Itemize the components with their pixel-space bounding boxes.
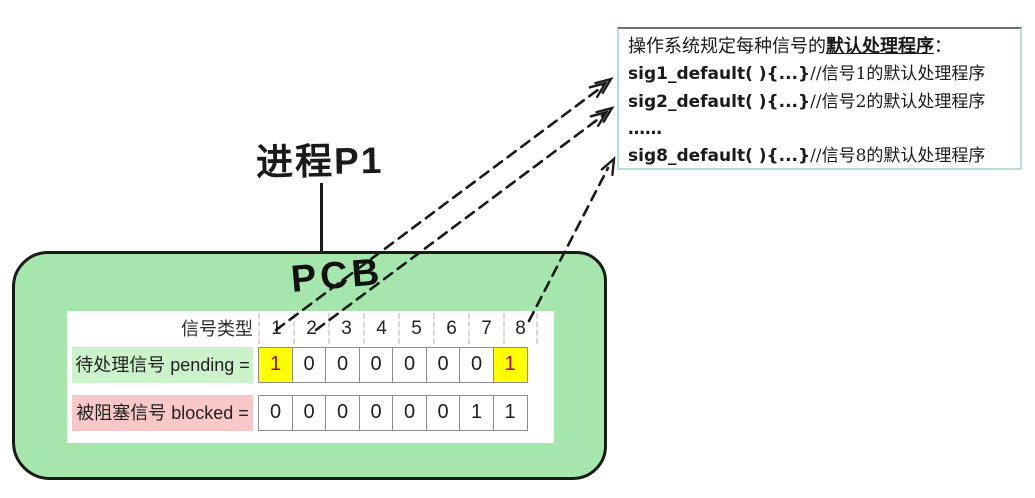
signal-table: 信号类型 1 2 3 4 5 6 7 8 待处理信号 pending = 1 0… [67,311,554,443]
signal-type-columns: 1 2 3 4 5 6 7 8 [258,313,538,344]
pending-cell: 0 [325,347,360,383]
pending-cell: 1 [492,347,528,383]
handlers-heading: 操作系统规定每种信号的默认处理程序： [628,33,1014,60]
pending-cell: 1 [258,347,293,383]
signal-type-header-label: 信号类型 [181,319,253,339]
blocked-cell: 0 [325,395,360,431]
column-header: 8 [503,313,538,344]
column-header: 7 [468,313,503,344]
column-header: 5 [398,313,433,344]
handler-code: sig8_default( ){...} [628,146,811,166]
handler-code: sig1_default( ){...} [628,64,811,84]
default-handlers-box: 操作系统规定每种信号的默认处理程序： sig1_default( ){...}/… [617,27,1022,170]
handler-comment: //信号2的默认处理程序 [810,92,986,112]
column-header: 2 [293,313,328,344]
column-header: 6 [433,313,468,344]
column-header: 1 [258,313,293,344]
blocked-cell: 0 [291,395,327,431]
pending-cell: 0 [425,347,461,383]
column-header: 4 [363,313,398,344]
pending-row-cells: 1 0 0 0 0 0 0 1 [258,347,528,383]
column-header: 3 [328,313,363,344]
handler-code: …… [628,119,662,139]
blocked-row-label: 被阻塞信号 blocked = [72,395,253,431]
blocked-cell: 1 [459,395,494,431]
title-connector-line [320,183,323,254]
handler-line-sig2: sig2_default( ){...}//信号2的默认处理程序 [628,88,1014,116]
handler-line-sig8: sig8_default( ){...}//信号8的默认处理程序 [628,142,1014,170]
heading-colon: ： [934,36,952,57]
handler-line-ellipsis: …… [628,116,1014,142]
process-title: 进程P1 [255,139,384,184]
handler-comment: //信号8的默认处理程序 [810,146,986,166]
pending-cell: 0 [392,347,427,383]
blocked-cell: 1 [492,395,528,431]
handler-comment: //信号1的默认处理程序 [810,64,986,84]
pending-cell: 0 [291,347,327,383]
pcb-label: PCB [289,251,385,301]
heading-prefix: 操作系统规定每种信号的 [628,36,826,57]
blocked-cell: 0 [258,395,293,431]
heading-emphasis: 默认处理程序 [826,36,934,57]
blocked-row-cells: 0 0 0 0 0 0 1 1 [258,395,528,431]
handler-code: sig2_default( ){...} [628,92,811,112]
blocked-cell: 0 [392,395,427,431]
pending-row-label: 待处理信号 pending = [72,347,253,383]
pending-cell: 0 [358,347,394,383]
blocked-cell: 0 [425,395,461,431]
blocked-cell: 0 [358,395,394,431]
pending-cell: 0 [459,347,494,383]
handler-line-sig1: sig1_default( ){...}//信号1的默认处理程序 [628,60,1014,88]
